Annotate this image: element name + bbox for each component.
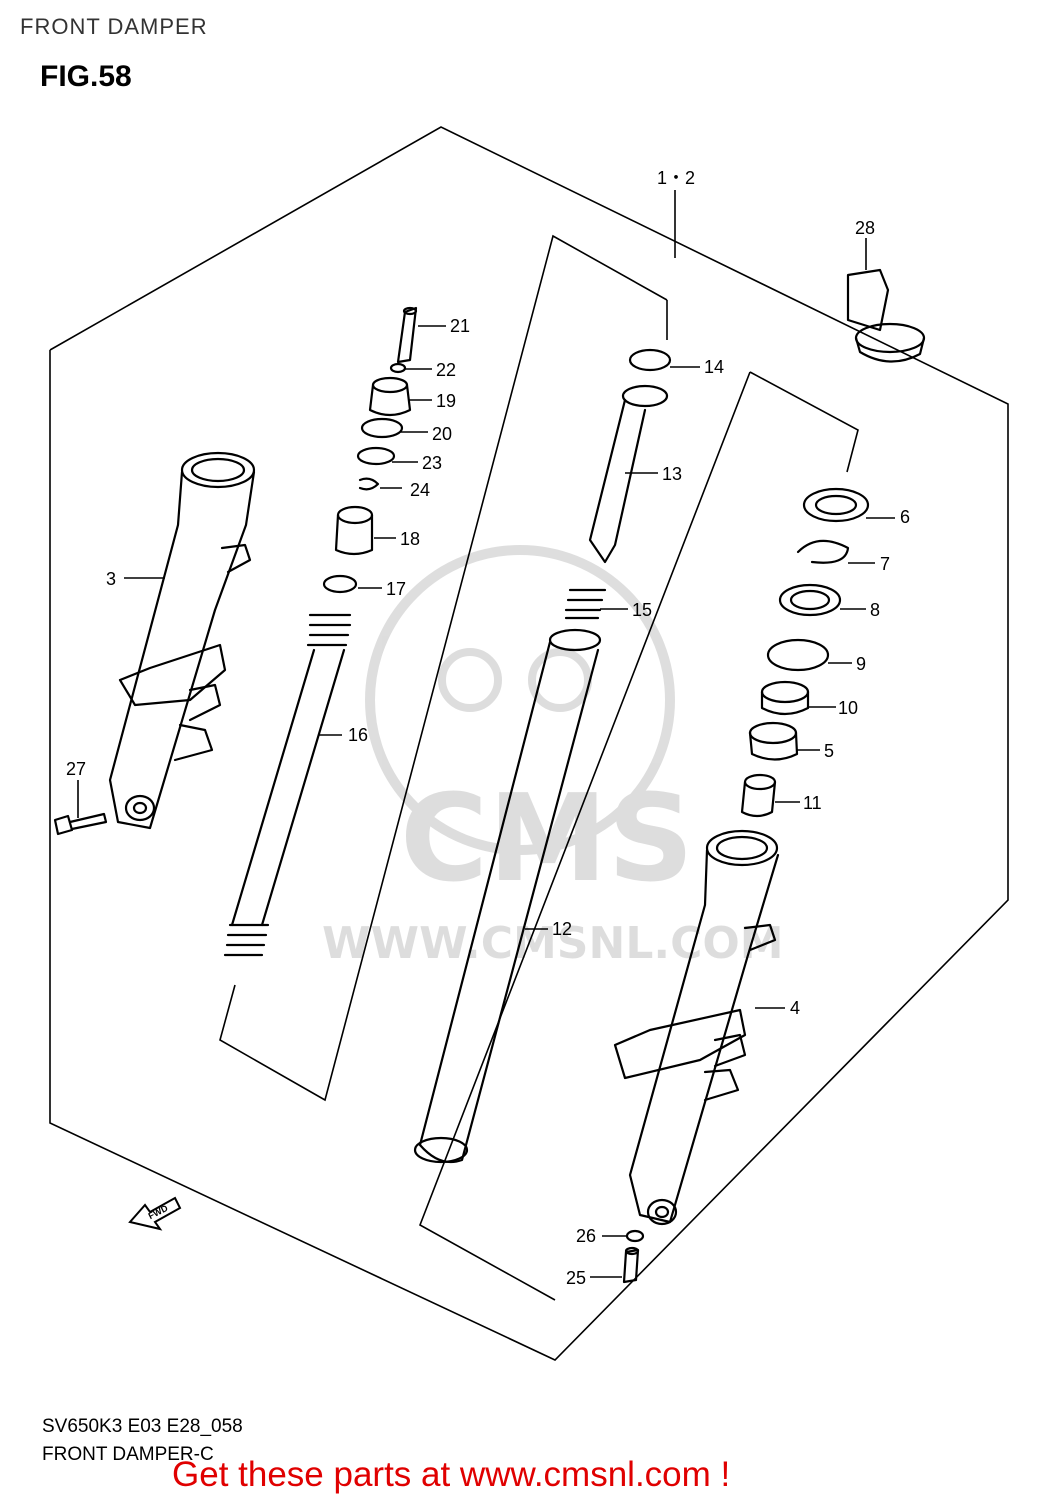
- callout-25: 25: [566, 1268, 586, 1288]
- washer-17: [322, 574, 358, 594]
- callout-21: 21: [450, 316, 470, 336]
- promo-link[interactable]: Get these parts at www.cmsnl.com !: [172, 1455, 731, 1494]
- watermark-url: WWW.CMSNL.COM: [322, 918, 784, 969]
- washer-9: [766, 638, 830, 672]
- callout-3: 3: [106, 569, 116, 589]
- callout-12: 12: [552, 919, 572, 939]
- callout-4: 4: [790, 998, 800, 1018]
- callout-16: 16: [348, 725, 368, 745]
- o-ring-20: [360, 417, 404, 439]
- diagram-code: SV650K3 E03 E28_058: [42, 1416, 243, 1437]
- callout-8: 8: [870, 600, 880, 620]
- assembly-boundary: [49, 126, 1009, 1361]
- o-ring-22: [389, 362, 407, 374]
- callout-23: 23: [422, 453, 442, 473]
- group-frame-inner: [419, 371, 751, 1301]
- callout-13: 13: [662, 464, 682, 484]
- outer-tube-right: [613, 829, 780, 1226]
- dust-cover-28: [846, 268, 926, 363]
- clip-24: [358, 477, 380, 491]
- callout-labels: 1・2 28 21 22 19 20 23 24 18 17 16 3 27 1…: [66, 168, 910, 1288]
- callout-24: 24: [410, 480, 430, 500]
- bolt-27: [53, 780, 108, 836]
- callout-26: 26: [576, 1226, 596, 1246]
- forward-arrow-icon: FWD: [128, 1196, 182, 1231]
- callout-27: 27: [66, 759, 86, 779]
- bolt-25: [622, 1246, 640, 1284]
- circlip-7: [796, 539, 850, 564]
- callout-10: 10: [838, 698, 858, 718]
- washer-23: [356, 446, 396, 466]
- callout-14: 14: [704, 357, 724, 377]
- diagram-caption: FRONT DAMPER-C: [42, 1444, 214, 1465]
- callout-22: 22: [436, 360, 456, 380]
- cap-bolt-19: [368, 376, 412, 417]
- rebound-spring-15: [564, 588, 607, 620]
- callout-19: 19: [436, 391, 456, 411]
- callout-9: 9: [856, 654, 866, 674]
- page-header-title: FRONT DAMPER: [20, 14, 208, 39]
- figure-number: FIG.58: [40, 60, 132, 93]
- bushing-5: [748, 721, 799, 761]
- watermark: CMS WWW.CMSNL.COM: [322, 545, 784, 969]
- callout-18: 18: [400, 529, 420, 549]
- inner-tube-12: [413, 628, 602, 1164]
- callout-1-2: 1・2: [657, 168, 695, 188]
- callout-17: 17: [386, 579, 406, 599]
- fork-spring-16: [223, 613, 352, 957]
- oil-seal-8: [778, 583, 842, 617]
- spacer-18: [334, 505, 374, 556]
- oil-lock-piece-11: [740, 773, 777, 818]
- ring-14: [628, 348, 672, 372]
- bolt-21: [396, 306, 418, 364]
- outer-tube-left: [108, 451, 256, 830]
- callout-5: 5: [824, 741, 834, 761]
- bushing-10: [760, 680, 810, 716]
- callout-7: 7: [880, 554, 890, 574]
- callout-11: 11: [803, 793, 822, 813]
- callout-20: 20: [432, 424, 452, 444]
- leader-lines: [124, 238, 895, 1278]
- callout-6: 6: [900, 507, 910, 527]
- group-frame-stanchion: [219, 234, 668, 1102]
- damper-rod-13: [588, 384, 669, 564]
- callout-15: 15: [632, 600, 652, 620]
- dust-seal-6: [802, 487, 870, 523]
- callout-28: 28: [855, 218, 875, 238]
- group-frame-right: [749, 371, 859, 473]
- washer-26: [625, 1229, 645, 1243]
